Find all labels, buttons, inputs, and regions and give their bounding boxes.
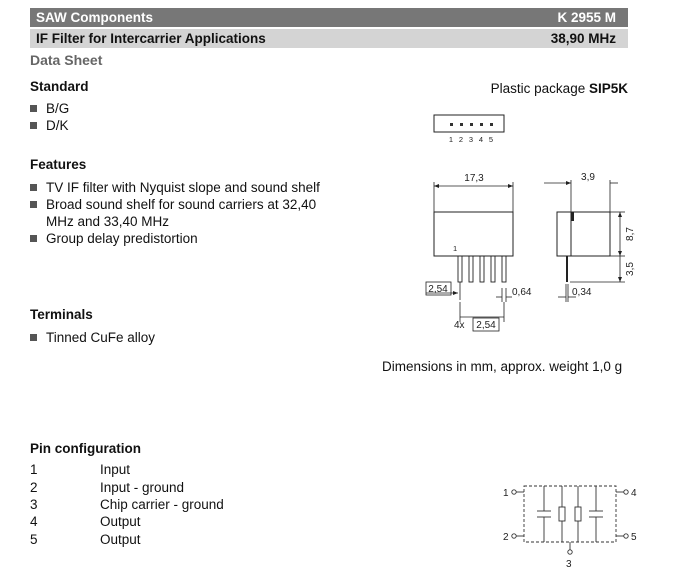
subheader-bar: IF Filter for Intercarrier Applications … xyxy=(30,29,628,48)
pin1-marker: 1 xyxy=(453,244,457,253)
schematic-label: 1 xyxy=(503,488,509,499)
terminal-icon xyxy=(623,533,629,539)
dim-lead: 3,5 xyxy=(625,262,636,276)
lead xyxy=(501,255,507,283)
terminal-icon xyxy=(511,533,517,539)
front-view-body xyxy=(433,211,514,257)
pin-schematic: 1 2 3 4 5 xyxy=(503,485,637,570)
list-item: B/G xyxy=(30,100,69,117)
schematic-label: 5 xyxy=(631,532,637,543)
pin-config-heading: Pin configuration xyxy=(30,441,141,456)
pin-number: 4 xyxy=(479,135,483,144)
header-title: SAW Components xyxy=(36,10,153,25)
terminal-icon xyxy=(623,489,629,495)
bullet-icon xyxy=(30,235,37,242)
frequency: 38,90 MHz xyxy=(550,31,616,46)
dim-lead-thickness: 0,34 xyxy=(572,287,592,298)
pin-number: 2 xyxy=(459,135,463,144)
lead xyxy=(457,255,463,283)
dim-span-prefix: 4x xyxy=(454,320,465,331)
dim-depth: 3,9 xyxy=(581,172,595,183)
pin-number: 5 xyxy=(489,135,493,144)
bullet-icon xyxy=(30,122,37,129)
lead xyxy=(490,255,496,283)
list-item-continuation: MHz and 33,40 MHz xyxy=(46,214,170,229)
standard-heading: Standard xyxy=(30,79,89,94)
side-lead xyxy=(566,256,568,282)
package-drawing: 1 2 3 4 5 17,3 1 2,54 0,64 4x 2,54 xyxy=(425,114,636,332)
resistor-icon xyxy=(574,506,582,522)
standard-list: B/G D/K xyxy=(30,100,69,134)
list-item: D/K xyxy=(30,117,69,134)
lead xyxy=(479,255,485,283)
features-heading: Features xyxy=(30,157,87,172)
pin-dot xyxy=(450,123,453,126)
doc-type: Data Sheet xyxy=(30,52,103,68)
subtitle: IF Filter for Intercarrier Applications xyxy=(36,31,266,46)
schematic-label: 3 xyxy=(566,559,572,570)
dim-span: 2,54 xyxy=(476,320,496,331)
package-name: SIP5K xyxy=(588,81,628,96)
schematic-label: 2 xyxy=(503,532,509,543)
bullet-icon xyxy=(30,201,37,208)
dim-pitch: 2,54 xyxy=(428,284,448,295)
features-list: TV IF filter with Nyquist slope and soun… xyxy=(30,179,320,247)
list-item: Group delay predistortion xyxy=(30,230,320,247)
bullet-icon xyxy=(30,184,37,191)
terminals-heading: Terminals xyxy=(30,307,93,322)
side-view-body xyxy=(556,211,611,257)
resistor-icon xyxy=(558,506,566,522)
list-item: Broad sound shelf for sound carriers at … xyxy=(30,196,320,213)
schematic-label: 4 xyxy=(631,488,637,499)
terminals-list: Tinned CuFe alloy xyxy=(30,329,155,346)
list-item: Tinned CuFe alloy xyxy=(30,329,155,346)
pin-dot xyxy=(460,123,463,126)
pin-dot xyxy=(470,123,473,126)
header-bar: SAW Components K 2955 M xyxy=(30,8,628,27)
dim-width: 17,3 xyxy=(464,173,484,184)
package-label: Plastic package SIP5K xyxy=(490,81,628,96)
part-number: K 2955 M xyxy=(557,10,616,25)
package-caption: Dimensions in mm, approx. weight 1,0 g xyxy=(382,359,623,374)
schematic-outline xyxy=(523,485,617,543)
dim-height: 8,7 xyxy=(625,227,636,241)
bullet-icon xyxy=(30,105,37,112)
pin-dot xyxy=(490,123,493,126)
lead xyxy=(468,255,474,283)
pin-dot xyxy=(480,123,483,126)
top-view-outline xyxy=(433,114,505,133)
dim-lead-width: 0,64 xyxy=(512,287,532,298)
terminal-icon xyxy=(567,549,573,555)
terminal-icon xyxy=(511,489,517,495)
pin-number: 3 xyxy=(469,135,473,144)
bullet-icon xyxy=(30,334,37,341)
list-item: TV IF filter with Nyquist slope and soun… xyxy=(30,179,320,196)
pin-number: 1 xyxy=(449,135,453,144)
